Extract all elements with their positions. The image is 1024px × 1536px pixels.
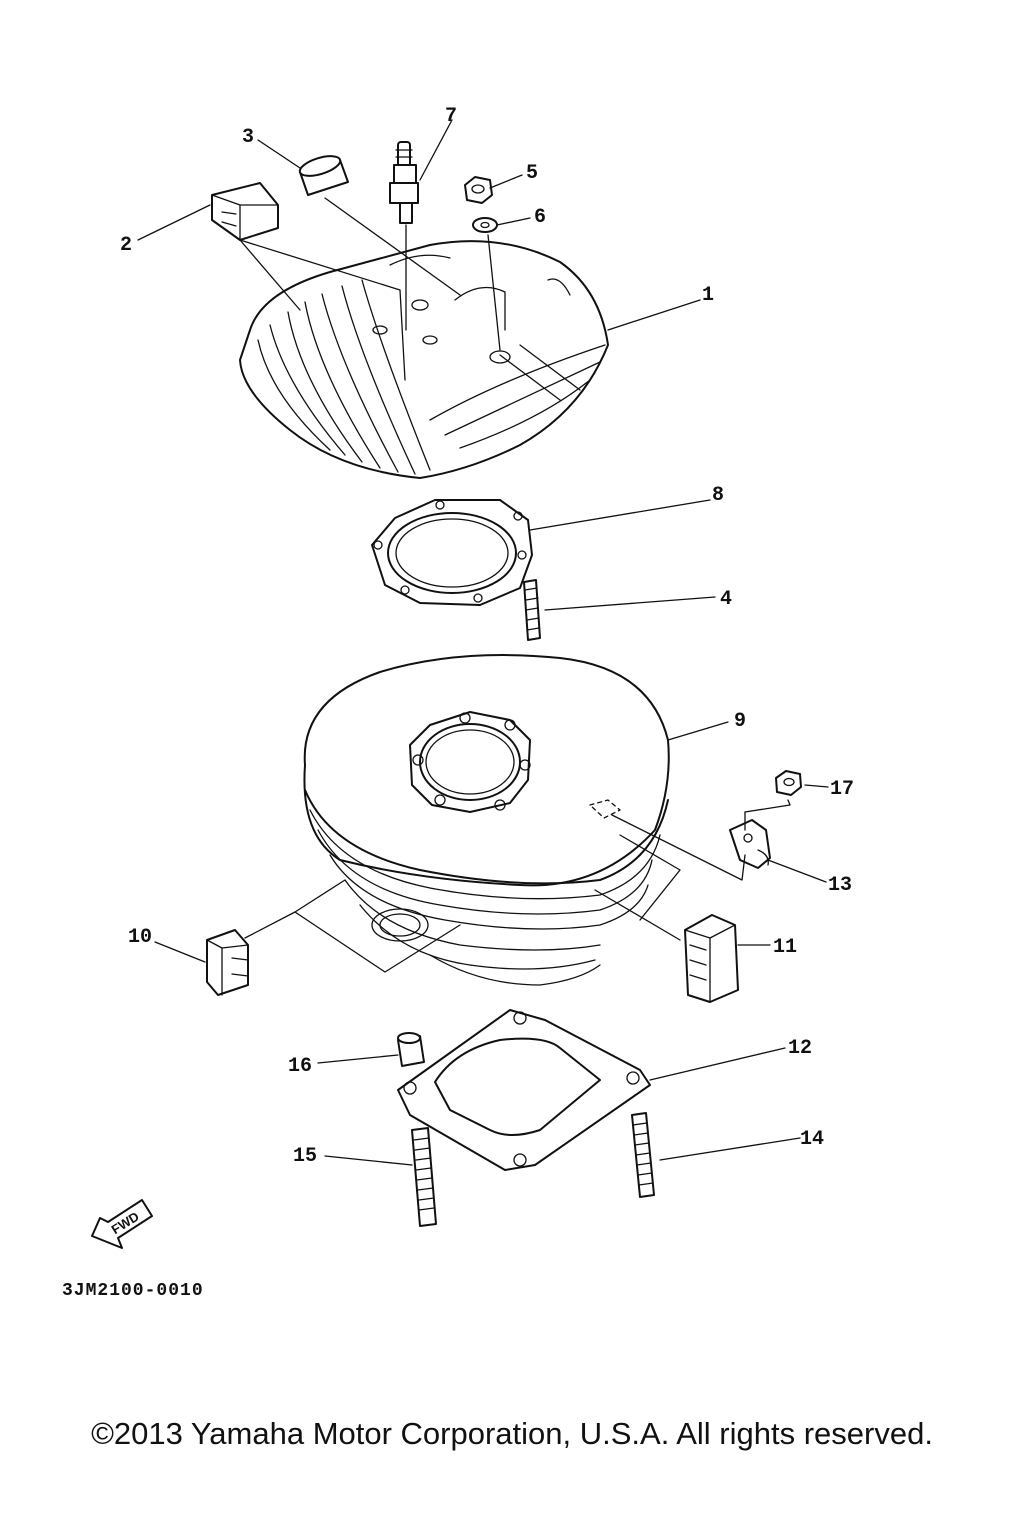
callout-11: 11 [773, 936, 797, 959]
callout-7: 7 [445, 105, 457, 128]
damper-block-top [211, 182, 279, 241]
stud-right [631, 1112, 655, 1198]
callout-8: 8 [712, 484, 724, 507]
cylinder-block [303, 654, 670, 986]
nut-top [464, 176, 493, 204]
callout-3: 3 [242, 126, 254, 149]
bracket-clip [729, 819, 771, 869]
callout-16: 16 [288, 1055, 312, 1078]
callout-numbers: 1 2 3 4 5 6 7 8 9 10 11 12 13 14 15 16 1… [120, 105, 854, 1168]
nut-side [775, 770, 802, 796]
stud-upper [523, 579, 541, 641]
head-gasket [371, 499, 533, 606]
callout-14: 14 [800, 1128, 824, 1151]
damper-block-left [206, 929, 249, 996]
callout-17: 17 [830, 778, 854, 801]
callout-15: 15 [293, 1145, 317, 1168]
callout-12: 12 [788, 1037, 812, 1060]
damper-block-right [684, 914, 739, 1003]
callout-5: 5 [526, 162, 538, 185]
copyright-notice: ©2013 Yamaha Motor Corporation, U.S.A. A… [91, 1416, 933, 1451]
callout-1: 1 [702, 284, 714, 307]
leader-lines [137, 119, 829, 1166]
dowel-pin [397, 1032, 425, 1067]
cylinder-head [239, 240, 609, 479]
assembly-lines-middle [244, 799, 791, 973]
callout-4: 4 [720, 588, 732, 611]
callout-13: 13 [828, 874, 852, 897]
part-code: 3JM2100-0010 [62, 1281, 204, 1301]
spark-plug [389, 141, 419, 224]
base-gasket [397, 1009, 651, 1171]
assembly-lines-top [239, 197, 501, 381]
callout-2: 2 [120, 234, 132, 257]
washer-top [472, 217, 498, 233]
callout-9: 9 [734, 710, 746, 733]
callout-10: 10 [128, 926, 152, 949]
plug-part [298, 155, 349, 196]
callout-6: 6 [534, 206, 546, 229]
fwd-arrow: FWD [91, 1199, 153, 1249]
stud-left [411, 1127, 437, 1227]
